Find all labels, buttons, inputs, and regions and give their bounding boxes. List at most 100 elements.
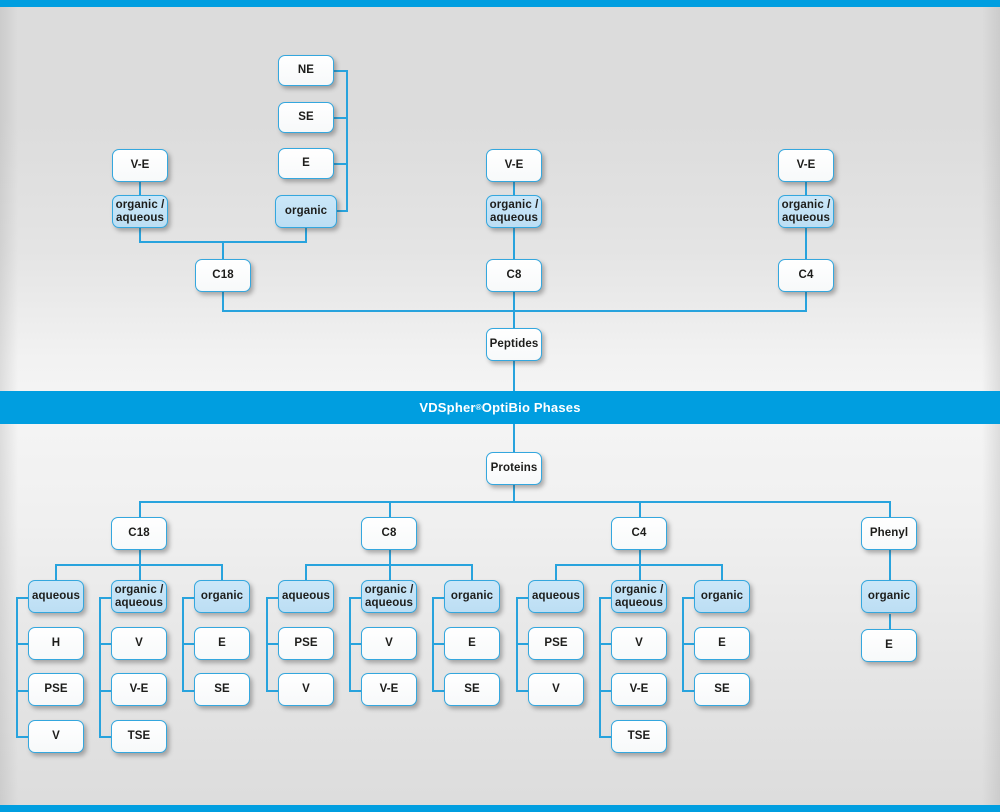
node-proteins-root[interactable]: Proteins [486, 452, 542, 485]
node-peptides-c18-ve[interactable]: V-E [112, 149, 168, 182]
node-label: organic /aqueous [781, 198, 831, 224]
node-label: PSE [294, 637, 318, 650]
node-proteins-c18-organic-aqueous-tse[interactable]: TSE [111, 720, 167, 753]
connector [99, 643, 112, 645]
node-proteins-c4-organic-aqueous-tse[interactable]: TSE [611, 720, 667, 753]
node-proteins-c18-organic-aqueous-v[interactable]: V [111, 627, 167, 660]
node-proteins-c4-organic-aqueous[interactable]: organic /aqueous [611, 580, 667, 613]
node-label: V-E [130, 159, 150, 172]
node-proteins-c4-organic-aqueous-v[interactable]: V [611, 627, 667, 660]
node-label: E [718, 637, 726, 650]
node-peptides-c18-organic-aqueous[interactable]: organic /aqueous [112, 195, 168, 228]
connector [16, 597, 29, 599]
section-banner: VDSpher® OptiBio Phases [0, 391, 1000, 424]
node-proteins-phenyl-organic-e[interactable]: E [861, 629, 917, 662]
connector [99, 597, 112, 599]
node-proteins-c18-aqueous-h[interactable]: H [28, 627, 84, 660]
node-proteins-c18-organic-aqueous-ve[interactable]: V-E [111, 673, 167, 706]
node-label: TSE [127, 730, 151, 743]
connector [139, 182, 141, 195]
node-label: PSE [544, 637, 568, 650]
node-proteins-c4-organic-aqueous-ve[interactable]: V-E [611, 673, 667, 706]
node-peptides-c18-e[interactable]: E [278, 148, 334, 179]
node-peptides-c4[interactable]: C4 [778, 259, 834, 292]
node-peptides-c4-organic-aqueous[interactable]: organic /aqueous [778, 195, 834, 228]
node-proteins-c4-organic-se[interactable]: SE [694, 673, 750, 706]
node-label: Proteins [490, 462, 538, 475]
node-peptides-c4-ve[interactable]: V-E [778, 149, 834, 182]
connector [139, 549, 141, 565]
connector [305, 564, 307, 580]
connector [889, 614, 891, 630]
node-label: organic [200, 590, 244, 603]
node-proteins-c18[interactable]: C18 [111, 517, 167, 550]
node-peptides-c8[interactable]: C8 [486, 259, 542, 292]
node-label: E [885, 639, 893, 652]
node-proteins-c8-organic[interactable]: organic [444, 580, 500, 613]
node-label: PSE [44, 683, 68, 696]
node-proteins-c8-organic-aqueous-ve[interactable]: V-E [361, 673, 417, 706]
node-proteins-c4-aqueous[interactable]: aqueous [528, 580, 584, 613]
node-peptides-c18[interactable]: C18 [195, 259, 251, 292]
node-label: organic /aqueous [114, 583, 164, 609]
node-label: organic /aqueous [489, 198, 539, 224]
node-proteins-c8-organic-se[interactable]: SE [444, 673, 500, 706]
connector [266, 597, 279, 599]
node-label: V-E [379, 683, 399, 696]
node-proteins-c18-organic-aqueous[interactable]: organic /aqueous [111, 580, 167, 613]
node-peptides-c18-organic[interactable]: organic [275, 195, 337, 228]
connector [516, 690, 529, 692]
node-peptides-c18-ne[interactable]: NE [278, 55, 334, 86]
node-proteins-c4-organic-e[interactable]: E [694, 627, 750, 660]
connector [305, 564, 472, 566]
connector [555, 564, 722, 566]
connector [139, 228, 141, 242]
node-label: C4 [798, 269, 814, 282]
node-proteins-phenyl-organic[interactable]: organic [861, 580, 917, 613]
node-peptides-c8-ve[interactable]: V-E [486, 149, 542, 182]
connector [221, 564, 223, 580]
node-proteins-c4-aqueous-v[interactable]: V [528, 673, 584, 706]
node-label: E [302, 157, 310, 170]
connector [513, 182, 515, 195]
node-proteins-c18-organic-se[interactable]: SE [194, 673, 250, 706]
node-label: aqueous [282, 590, 330, 603]
node-peptides-c18-se[interactable]: SE [278, 102, 334, 133]
node-peptides-root[interactable]: Peptides [486, 328, 542, 361]
node-proteins-c8-organic-e[interactable]: E [444, 627, 500, 660]
connector [16, 690, 29, 692]
node-proteins-c8-aqueous-v[interactable]: V [278, 673, 334, 706]
node-proteins-c4-organic[interactable]: organic [694, 580, 750, 613]
connector [389, 564, 391, 580]
connector [55, 564, 57, 580]
node-proteins-c8-organic-aqueous-v[interactable]: V [361, 627, 417, 660]
node-proteins-c8-organic-aqueous[interactable]: organic /aqueous [361, 580, 417, 613]
node-label: V [385, 637, 393, 650]
connector [805, 291, 807, 311]
node-proteins-c18-organic[interactable]: organic [194, 580, 250, 613]
node-proteins-c4-aqueous-pse[interactable]: PSE [528, 627, 584, 660]
node-peptides-c8-organic-aqueous[interactable]: organic /aqueous [486, 195, 542, 228]
node-label: organic /aqueous [364, 583, 414, 609]
connector [432, 690, 445, 692]
connector [266, 643, 279, 645]
node-label: organic [700, 590, 744, 603]
connector [639, 564, 641, 580]
node-proteins-c4[interactable]: C4 [611, 517, 667, 550]
connector [516, 597, 529, 599]
connector [513, 484, 515, 502]
node-label: V [52, 730, 60, 743]
node-proteins-c8-aqueous[interactable]: aqueous [278, 580, 334, 613]
node-proteins-c8[interactable]: C8 [361, 517, 417, 550]
connector [513, 228, 515, 260]
node-proteins-c18-aqueous-pse[interactable]: PSE [28, 673, 84, 706]
node-proteins-c18-aqueous[interactable]: aqueous [28, 580, 84, 613]
node-proteins-phenyl[interactable]: Phenyl [861, 517, 917, 550]
node-proteins-c18-aqueous-v[interactable]: V [28, 720, 84, 753]
node-proteins-c18-organic-e[interactable]: E [194, 627, 250, 660]
connector [99, 690, 112, 692]
node-label: C18 [128, 527, 150, 540]
bottom-accent-bar [0, 805, 1000, 812]
node-proteins-c8-aqueous-pse[interactable]: PSE [278, 627, 334, 660]
node-label: V [552, 683, 560, 696]
